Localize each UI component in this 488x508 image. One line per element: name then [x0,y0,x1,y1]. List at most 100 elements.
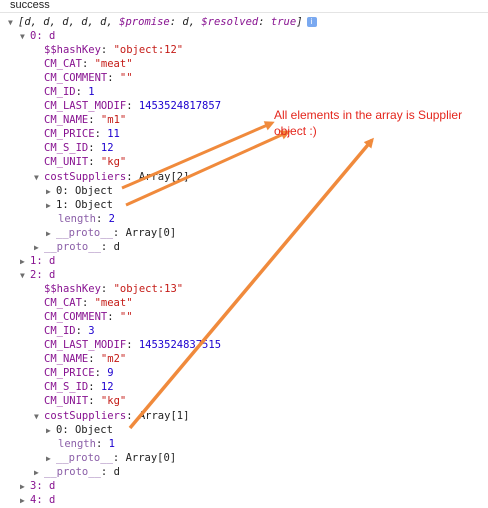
triangle-right-icon[interactable]: ▶ [34,468,39,477]
annotation-text: All elements in the array is Supplier ob… [274,108,463,138]
field-key: $$hashKey [44,283,101,295]
length-value: 1 [108,438,115,450]
field-row: $$hashKey: "object:13" [44,283,184,295]
field-row: CM_CAT: "meat" [44,58,133,70]
field-value: 12 [100,381,114,393]
proto-key: __proto__ [44,466,101,478]
field-value: 9 [107,367,114,379]
triangle-down-icon[interactable]: ▼ [20,32,25,41]
field-row: CM_S_ID: 12 [44,142,114,154]
length-key: length [58,213,96,225]
field-key: CM_COMMENT [44,311,108,323]
console-message-success: success [0,0,488,13]
field-row: CM_S_ID: 12 [44,381,114,393]
info-icon[interactable]: i [306,17,317,27]
array-item-1[interactable]: ▶ 1: d [20,254,55,268]
array-item-2[interactable]: ▼2: d [20,268,55,282]
root-summary-suffix: ] [296,16,303,28]
proto-value: Array[0] [125,452,177,464]
field-value: "" [119,72,133,84]
field-row: CM_UNIT: "kg" [44,395,127,407]
supplier-object-label: 0: Object [56,424,113,436]
field-key: CM_UNIT [44,156,89,168]
root-summary-prefix: [d, d, d, d, d, [18,16,120,28]
field-row: CM_LAST_MODIF: 1453524817857 [44,100,222,112]
field-key: CM_PRICE [44,128,95,140]
costsuppliers-key: costSuppliers [44,410,127,422]
triangle-down-icon[interactable]: ▼ [8,18,13,27]
field-value: 3 [88,325,95,337]
field-value: "m1" [100,114,127,126]
item-label: 1: d [30,255,56,267]
proto-value: d [113,241,120,253]
field-key: CM_PRICE [44,367,95,379]
array-proto-node[interactable]: ▶__proto__: Array[0] [46,452,177,464]
triangle-right-icon[interactable]: ▶ [46,426,51,435]
triangle-right-icon[interactable]: ▶ [20,257,25,266]
field-value: "kg" [100,395,127,407]
field-key: CM_LAST_MODIF [44,100,127,112]
array-item-4[interactable]: ▶ 4: d [20,493,55,507]
triangle-down-icon[interactable]: ▼ [34,173,39,182]
field-value: "object:13" [113,283,184,295]
length-value: 2 [108,213,115,225]
item-label: 4: d [30,494,56,506]
field-key: $$hashKey [44,44,101,56]
arrow-to-object-2 [128,137,374,430]
triangle-right-icon[interactable]: ▶ [20,496,25,505]
field-value: "kg" [100,156,127,168]
field-value: "object:12" [113,44,184,56]
promise-value: : d, [169,16,202,28]
triangle-right-icon[interactable]: ▶ [46,229,51,238]
object-proto-node[interactable]: ▶__proto__: d [34,466,120,478]
arrow-to-object-1 [125,130,291,207]
field-row: CM_PRICE: 9 [44,367,114,379]
triangle-right-icon[interactable]: ▶ [46,454,51,463]
supplier-object-label: 1: Object [56,199,113,211]
array-item-0[interactable]: ▼0: d [20,29,55,43]
field-row: CM_UNIT: "kg" [44,156,127,168]
field-value: "m2" [100,353,127,365]
triangle-right-icon[interactable]: ▶ [46,187,51,196]
field-value: 1453524817857 [138,100,222,112]
supplier-object-0[interactable]: ▶ 0: Object [46,423,113,437]
supplier-object-0[interactable]: ▶0: Object [46,184,113,198]
triangle-down-icon[interactable]: ▼ [20,271,25,280]
field-key: CM_NAME [44,353,89,365]
proto-value: Array[0] [125,227,177,239]
object-proto-node[interactable]: ▶__proto__: d [34,241,120,253]
triangle-right-icon[interactable]: ▶ [34,243,39,252]
resolved-sep: : [258,16,271,28]
field-row: CM_ID: 1 [44,86,95,98]
field-row: CM_NAME: "m2" [44,353,127,365]
promise-key: $promise [119,16,170,28]
field-key: CM_UNIT [44,395,89,407]
length-row: length: 1 [58,438,115,450]
resolved-value: true [270,16,297,28]
field-key: CM_S_ID [44,381,89,393]
triangle-right-icon[interactable]: ▶ [46,201,51,210]
triangle-right-icon[interactable]: ▶ [20,482,25,491]
item-label: 3: d [30,480,56,492]
field-row: $$hashKey: "object:12" [44,44,184,56]
length-key: length [58,438,96,450]
costsuppliers-node[interactable]: ▼costSuppliers: Array[1] [34,410,190,422]
array-proto-node[interactable]: ▶__proto__: Array[0] [46,227,177,239]
triangle-down-icon[interactable]: ▼ [34,412,39,421]
costsuppliers-node[interactable]: ▼costSuppliers: Array[2] [34,171,190,183]
field-value: "meat" [94,297,133,309]
field-row: CM_PRICE: 11 [44,128,120,140]
field-key: CM_S_ID [44,142,89,154]
field-row: CM_CAT: "meat" [44,297,133,309]
array-item-3[interactable]: ▶ 3: d [20,479,55,493]
field-row: CM_ID: 3 [44,325,95,337]
proto-value: d [113,466,120,478]
resolved-key: $resolved [201,16,259,28]
field-key: CM_NAME [44,114,89,126]
root-array-node[interactable]: ▼ [d, d, d, d, d, $promise: d, $resolved:… [8,15,317,29]
field-value: 1 [88,86,95,98]
costsuppliers-summary: Array[1] [138,410,190,422]
field-key: CM_CAT [44,58,82,70]
arrow-to-object-0 [121,121,275,190]
supplier-object-1[interactable]: ▶ 1: Object [46,198,113,212]
